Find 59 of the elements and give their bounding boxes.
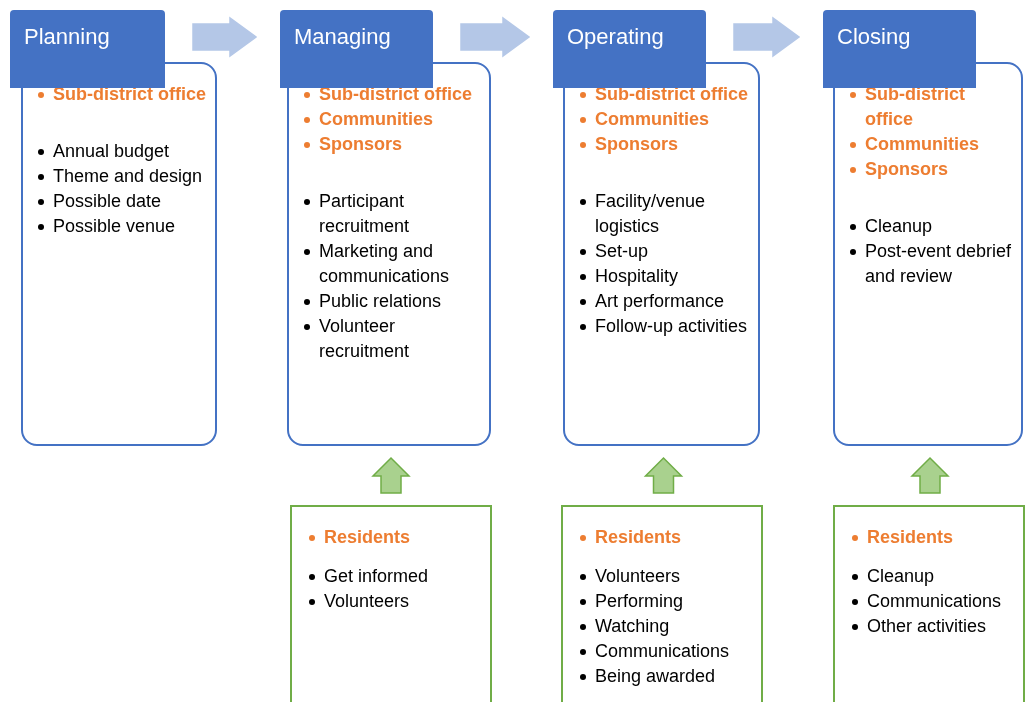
task-text: Annual budget <box>53 140 170 163</box>
task-text: Marketing and communications <box>319 240 451 288</box>
block-arrow <box>910 456 950 494</box>
task-text: Cleanup <box>867 565 935 588</box>
task-text: Volunteers <box>324 590 410 613</box>
block-arrow <box>460 16 531 58</box>
stage-card <box>287 62 491 446</box>
task-text: Being awarded <box>595 665 716 688</box>
stage-tab <box>553 10 706 88</box>
block-arrow <box>192 16 258 58</box>
stakeholder-text: Communities <box>595 108 709 131</box>
stage-title: Planning <box>24 24 110 49</box>
block-arrow <box>371 456 411 494</box>
stakeholder-text: Residents <box>867 526 954 549</box>
task-text: Facility/venue logistics <box>595 190 707 238</box>
resident-card <box>833 505 1025 702</box>
task-text: Set-up <box>595 240 649 263</box>
resident-card <box>561 505 763 702</box>
stage-tab <box>10 10 165 88</box>
stakeholder-text: Sub-district office <box>595 83 748 106</box>
task-text: Volunteer recruitment <box>319 315 411 363</box>
task-text: Possible venue <box>53 215 176 238</box>
stage-card <box>833 62 1023 446</box>
stakeholder-text: Communities <box>319 108 433 131</box>
stakeholder-text: Residents <box>595 526 682 549</box>
task-text: Get informed <box>324 565 429 588</box>
block-arrow <box>733 16 801 58</box>
task-text: Participant recruitment <box>319 190 411 238</box>
task-text: Cleanup <box>865 215 933 238</box>
stage-tab <box>823 10 976 88</box>
stage-card <box>21 62 217 446</box>
task-text: Public relations <box>319 290 442 313</box>
task-text: Art performance <box>595 290 725 313</box>
stakeholder-text: Sub-district office <box>865 83 966 131</box>
task-text: Watching <box>595 615 670 638</box>
stakeholder-text: Sponsors <box>595 133 678 156</box>
stakeholder-text: Sponsors <box>865 158 948 181</box>
task-text: Possible date <box>53 190 162 213</box>
task-text: Hospitality <box>595 265 679 288</box>
stage-card <box>563 62 760 446</box>
task-text: Communications <box>595 640 730 663</box>
task-text: Volunteers <box>595 565 681 588</box>
task-text: Follow-up activities <box>595 315 748 338</box>
stakeholder-text: Sub-district office <box>319 83 472 106</box>
task-text: Performing <box>595 590 684 613</box>
task-text: Communications <box>867 590 1002 613</box>
task-text: Other activities <box>867 615 987 638</box>
task-text: Theme and design <box>53 165 203 188</box>
stakeholder-text: Residents <box>324 526 411 549</box>
stakeholder-text: Sub-district office <box>53 83 206 106</box>
task-text: Post-event debrief and review <box>865 240 1013 288</box>
stage-tab <box>280 10 433 88</box>
stage-title: Closing <box>837 24 911 49</box>
stakeholder-text: Communities <box>865 133 979 156</box>
stage-title: Managing <box>294 24 391 49</box>
block-arrow <box>643 456 684 494</box>
resident-card <box>290 505 492 702</box>
stage-title: Operating <box>567 24 664 49</box>
stakeholder-text: Sponsors <box>319 133 402 156</box>
